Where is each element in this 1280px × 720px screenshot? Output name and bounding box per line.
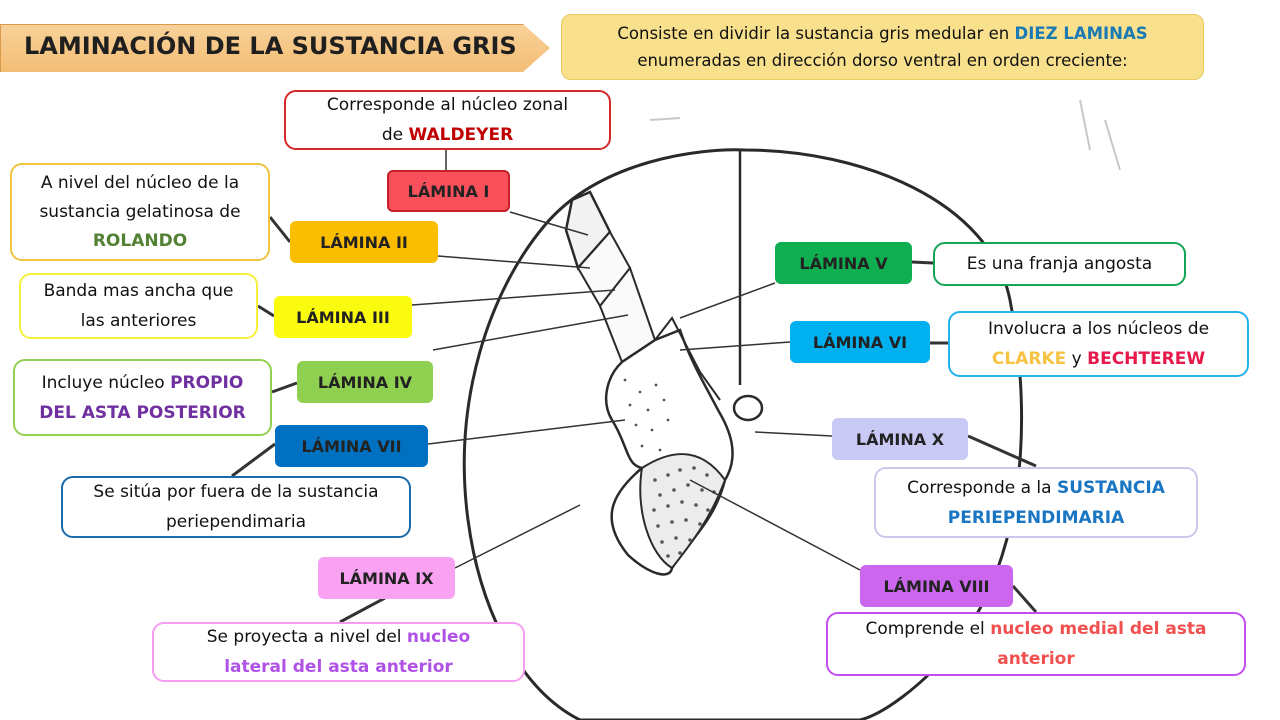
desc-viii-highlight2: anterior (997, 649, 1075, 669)
desc-x-highlight1: SUSTANCIA (1056, 477, 1165, 498)
desc-vi-line1: Involucra a los núcleos de (987, 319, 1210, 339)
intro-box: Consiste en dividir la sustancia gris me… (561, 14, 1204, 80)
stipple-pattern (623, 378, 716, 558)
desc-iv-line1: Incluye núcleo (41, 372, 171, 393)
intro-line2: enumeradas en dirección dorso ventral en… (637, 51, 1128, 70)
desc-iv-highlight2: DEL ASTA POSTERIOR (39, 402, 246, 423)
lamina-ix-label: LÁMINA IX (318, 557, 455, 599)
lamina-x-label: LÁMINA X (832, 418, 968, 460)
lamina-ii-description: A nivel del núcleo de la sustancia gelat… (10, 163, 270, 261)
lamina-x-description: Corresponde a la SUSTANCIA PERIEPENDIMAR… (874, 467, 1198, 538)
desc-viii-highlight1: nucleo medial del asta (990, 619, 1207, 639)
desc-vi-highlight2: BECHTEREW (1087, 349, 1206, 369)
anterior-horn (639, 453, 727, 570)
desc-viii-line1: Comprende el (865, 619, 991, 639)
desc-ix-highlight1: nucleo (406, 627, 471, 647)
line-lamina-ix-desc (339, 596, 386, 624)
desc-ii-line1: A nivel del núcleo de la (40, 172, 240, 193)
lamina-iv-description: Incluye núcleo PROPIO DEL ASTA POSTERIOR (13, 359, 272, 436)
line-lamina-vii-desc (231, 442, 276, 478)
line-lamina-viii-cord (689, 479, 861, 571)
desc-x-line1: Corresponde a la (907, 477, 1057, 498)
title-banner-arrow (0, 24, 550, 72)
lamina-ii-label: LÁMINA II (290, 221, 438, 263)
line-lamina-iv-desc (271, 381, 298, 394)
lamina-iv-label: LÁMINA IV (297, 361, 433, 403)
lamina-i-label: LÁMINA I (387, 170, 510, 212)
line-lamina-ii-cord (437, 255, 591, 269)
lamina-iii-label: LÁMINA III (274, 296, 412, 338)
line-lamina-ix-cord (454, 504, 581, 569)
line-lamina-vi-cord (679, 341, 791, 351)
lamina-iii-description: Banda mas ancha que las anteriores (19, 273, 258, 339)
lamina-vi-label: LÁMINA VI (790, 321, 930, 363)
line-lamina-v-cord (679, 282, 776, 319)
desc-ii-line2: sustancia gelatinosa de (39, 201, 241, 222)
lamina-viii-label: LÁMINA VIII (860, 565, 1013, 607)
desc-i-line1: Corresponde al núcleo zonal (326, 95, 569, 115)
title-banner: LAMINACIÓN DE LA SUSTANCIA GRIS (0, 24, 550, 72)
desc-v-line1: Es una franja angosta (966, 254, 1153, 274)
desc-ix-line1: Se proyecta a nivel del (206, 627, 407, 647)
lamina-band-vi (654, 316, 721, 401)
desc-i-highlight: WALDEYER (408, 125, 514, 145)
line-lamina-ii-desc (268, 216, 292, 243)
intro-line1: Consiste en dividir la sustancia gris me… (617, 24, 1015, 43)
line-lamina-vii-cord (427, 419, 626, 445)
desc-vii-line1: Se sitúa por fuera de la sustancia (93, 482, 379, 502)
desc-x-highlight2: PERIEPENDIMARIA (947, 507, 1125, 528)
desc-iii-line2: las anteriores (80, 311, 197, 331)
connector-lines (231, 150, 1038, 624)
desc-vi-mid: y (1066, 349, 1088, 369)
line-lamina-iv-cord (432, 314, 629, 351)
lamina-viii-description: Comprende el nucleo medial del asta ante… (826, 612, 1246, 676)
lamina-ix-description: Se proyecta a nivel del nucleo lateral d… (152, 622, 525, 682)
line-lamina-i-cord (509, 211, 589, 236)
desc-iv-highlight1: PROPIO (170, 372, 244, 393)
central-canal (732, 394, 764, 422)
lamina-vii-label: LÁMINA VII (275, 425, 428, 467)
desc-vii-line2: periependimaria (165, 512, 307, 532)
line-lamina-iii-cord (411, 289, 616, 306)
line-lamina-x-cord (754, 431, 833, 437)
lamina-v-description: Es una franja angosta (933, 242, 1186, 286)
desc-i-line2: de (381, 125, 409, 145)
lamina-v-label: LÁMINA V (775, 242, 912, 284)
lamina-i-description: Corresponde al núcleo zonal de WALDEYER (284, 90, 611, 150)
lamina-vii-description: Se sitúa por fuera de la sustancia perie… (61, 476, 411, 538)
line-lamina-viii-desc (1011, 585, 1038, 613)
desc-iii-line1: Banda mas ancha que (43, 281, 234, 301)
lamina-vi-description: Involucra a los núcleos de CLARKE y BECH… (948, 311, 1249, 377)
desc-ix-highlight2: lateral del asta anterior (224, 657, 453, 677)
desc-ii-highlight: ROLANDO (92, 230, 188, 251)
gray-matter-outline (604, 328, 734, 576)
line-lamina-x-desc (967, 434, 1037, 468)
line-lamina-iii-desc (257, 304, 275, 318)
page-title: LAMINACIÓN DE LA SUSTANCIA GRIS (24, 32, 517, 60)
line-lamina-v-desc (911, 260, 934, 265)
intro-highlight: DIEZ LAMINAS (1014, 24, 1148, 43)
desc-vi-highlight1: CLARKE (991, 349, 1067, 369)
scan-artifact (649, 99, 1121, 171)
